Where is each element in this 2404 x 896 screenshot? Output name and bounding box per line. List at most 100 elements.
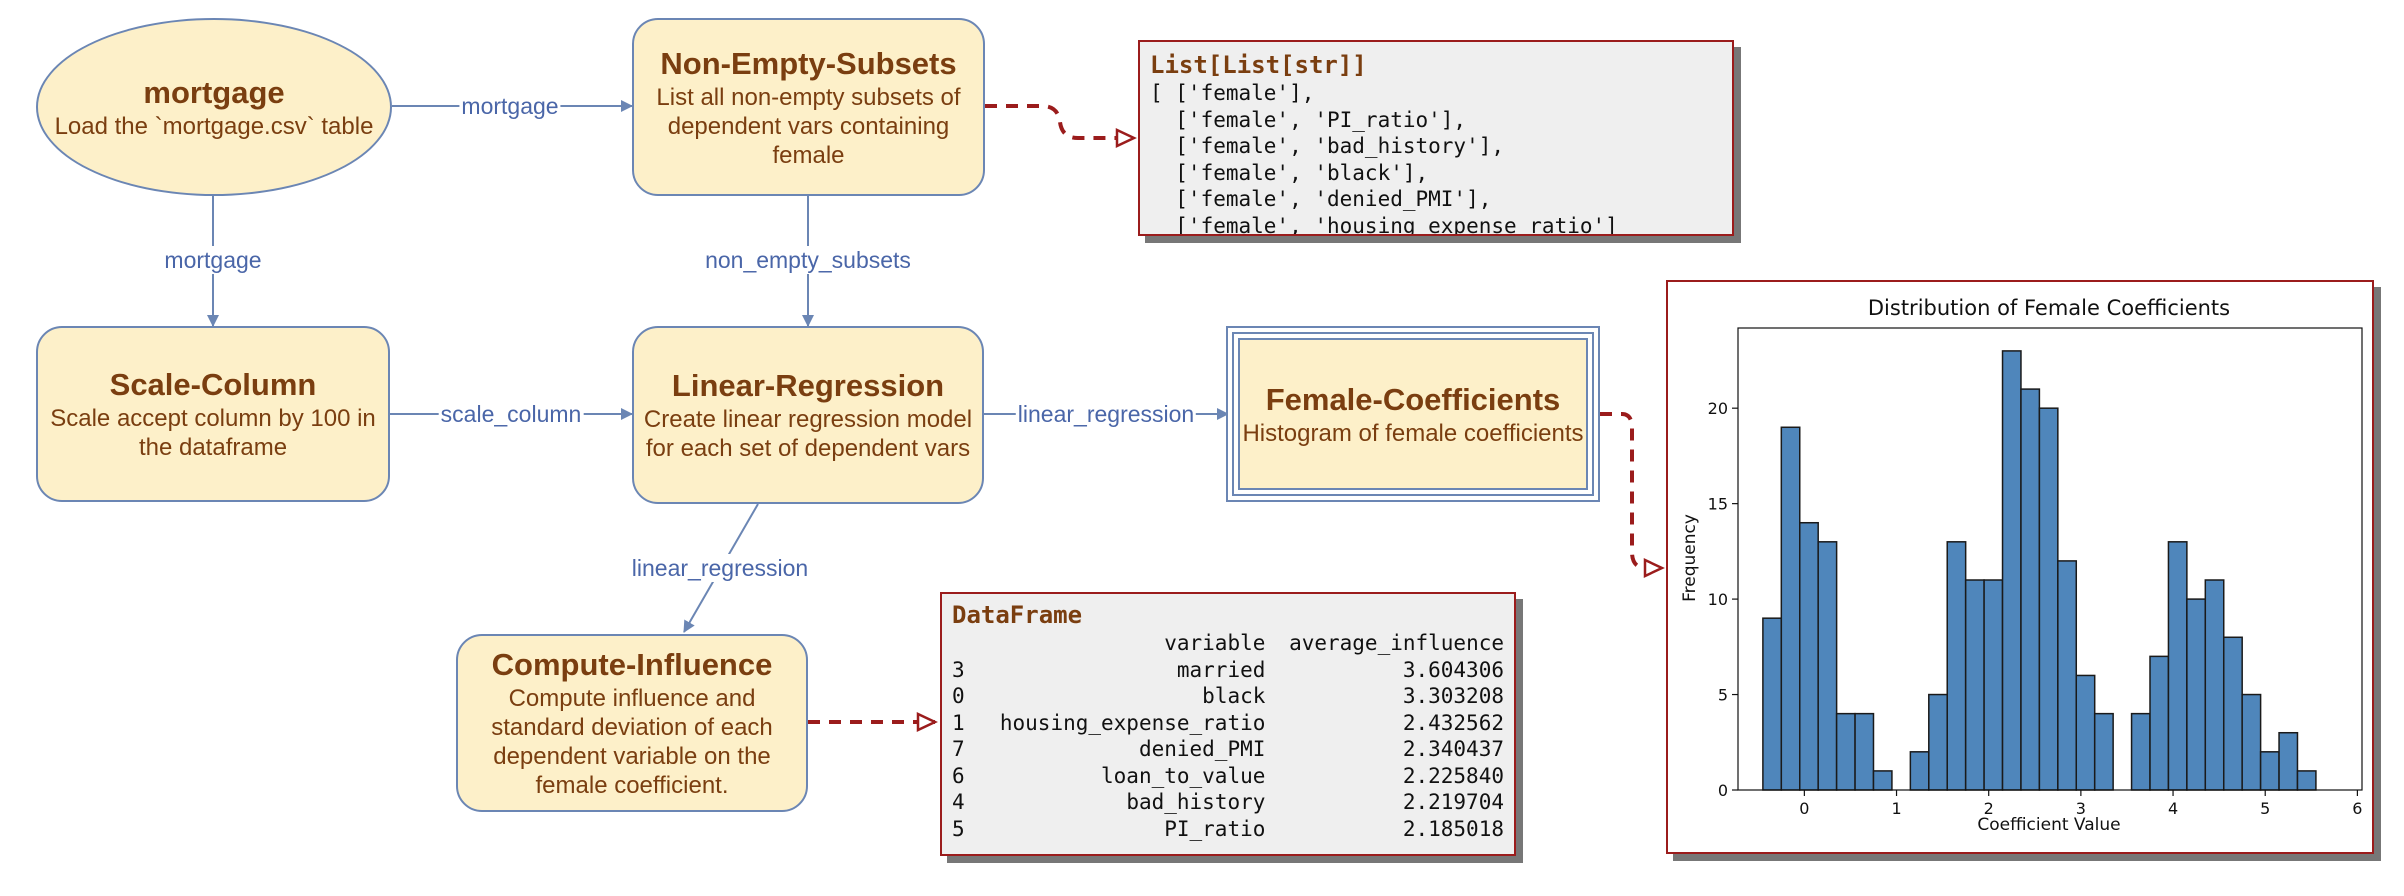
node-mortgage-desc: Load the `mortgage.csv` table <box>54 112 374 140</box>
table-row: 6 loan_to_value 2.225840 <box>952 763 1504 790</box>
y-tick-label: 0 <box>1718 781 1728 800</box>
histogram-bar <box>1964 579 1985 791</box>
node-scale-column-desc: Scale accept column by 100 in the datafr… <box>50 405 376 461</box>
table-row: 0 black 3.303208 <box>952 683 1504 710</box>
dataframe-index-cell: 1 <box>952 710 965 735</box>
dataframe-variable-cell: denied_PMI <box>1138 737 1266 761</box>
node-female-coefficients-desc: Histogram of female coefficients <box>1242 419 1584 447</box>
y-tick-label: 5 <box>1718 686 1728 705</box>
histogram-bar <box>1835 712 1856 791</box>
histogram-bar <box>1946 541 1967 791</box>
dataframe-index-cell: 6 <box>952 763 965 788</box>
dataframe-column-header: variable <box>1164 631 1266 655</box>
x-tick-label: 0 <box>1799 799 1809 818</box>
node-female-coefficients-body: Female-Coefficients Histogram of female … <box>1238 338 1588 490</box>
dashed-edge-subsets-to-list <box>985 104 1137 148</box>
dashed-edge-coefficients-to-chart <box>1600 412 1665 578</box>
histogram-chart: Distribution of Female Coefficients Freq… <box>1680 296 2363 835</box>
node-mortgage[interactable]: mortgage Load the `mortgage.csv` table <box>36 18 392 196</box>
node-compute-influence-desc: Compute influence and standard deviation… <box>491 685 773 799</box>
list-output-line: ['female', 'denied_PMI'], <box>1150 187 1492 211</box>
dataframe-output-panel: DataFrame variable average_influence 3 m… <box>940 592 1516 856</box>
list-output-line: ['female', 'PI_ratio'], <box>1150 107 1467 132</box>
list-output-line: ['female', 'housing_expense_ratio'] <box>1150 213 1618 236</box>
dataframe-value-cell: 3.303208 <box>1402 684 1504 708</box>
histogram-bar <box>2278 731 2299 791</box>
table-row: 1 housing_expense_ratio 2.432562 <box>952 710 1504 737</box>
y-tick-label: 20 <box>1708 399 1728 418</box>
x-axis-label: Coefficient Value <box>1977 815 2120 835</box>
list-output-line: [ ['female'], <box>1150 81 1315 105</box>
node-linear-regression-title: Linear-Regression <box>671 368 945 403</box>
node-female-coefficients-title: Female-Coefficients <box>1265 381 1561 417</box>
edge-label-scale-to-regression: scale_column <box>438 400 584 428</box>
node-compute-influence[interactable]: Compute-Influence Compute influence and … <box>456 634 808 812</box>
x-tick-label: 2 <box>1984 799 1994 818</box>
histogram-bar <box>2167 541 2188 791</box>
dataframe-variable-cell: married <box>1176 657 1266 682</box>
node-mortgage-title: mortgage <box>143 74 285 110</box>
y-tick-label: 10 <box>1708 590 1728 609</box>
edge-label-regression-to-coefficients: linear_regression <box>1015 400 1197 428</box>
histogram-bar <box>1983 579 2004 791</box>
x-tick-label: 5 <box>2260 799 2270 818</box>
dataframe-variable-cell: loan_to_value <box>1101 763 1266 788</box>
node-linear-regression[interactable]: Linear-Regression Create linear regressi… <box>632 326 984 504</box>
dataframe-index-header <box>952 630 986 657</box>
x-tick-label: 6 <box>2352 799 2362 818</box>
dataframe-variable-cell: housing_expense_ratio <box>999 710 1266 735</box>
histogram-bar <box>1780 426 1801 791</box>
histogram-bar <box>1854 712 1875 791</box>
list-output-title: List[List[str]] <box>1150 51 1367 79</box>
node-female-coefficients[interactable]: Female-Coefficients Histogram of female … <box>1226 326 1600 502</box>
list-output-panel: List[List[str]] [ ['female'], ['female',… <box>1138 40 1734 236</box>
dataframe-index-cell: 7 <box>952 737 965 761</box>
node-scale-column-title: Scale-Column <box>109 367 317 402</box>
dataframe-header-row: variable average_influence <box>952 630 1504 657</box>
histogram-bar <box>2130 712 2151 791</box>
histogram-bar <box>2259 751 2280 791</box>
edge-label-subsets-to-regression: non_empty_subsets <box>703 246 913 274</box>
histogram-bar <box>2186 598 2207 791</box>
dataframe-value-cell: 3.604306 <box>1402 657 1504 682</box>
y-tick-label: 15 <box>1708 495 1728 514</box>
histogram-bar <box>2001 350 2022 791</box>
histogram-panel: Distribution of Female Coefficients Freq… <box>1666 280 2374 854</box>
histogram-bar <box>1928 693 1948 791</box>
y-axis-label: Frequency <box>1680 514 1700 602</box>
table-row: 4 bad_history 2.219704 <box>952 789 1504 816</box>
histogram-bar <box>1909 751 1930 791</box>
histogram-bar <box>2093 712 2114 791</box>
dataframe-value-cell: 2.432562 <box>1402 710 1504 735</box>
list-output-line: ['female', 'bad_history'], <box>1150 134 1505 158</box>
node-female-coefficients-frame: Female-Coefficients Histogram of female … <box>1232 332 1594 496</box>
dataframe-value-cell: 2.225840 <box>1402 763 1504 788</box>
histogram-bar <box>2020 388 2041 791</box>
edge-label-mortgage-to-subsets: mortgage <box>459 92 561 120</box>
histogram-bar <box>2296 770 2317 791</box>
dataframe-value-cell: 2.219704 <box>1402 790 1504 814</box>
node-non-empty-subsets-desc: List all non-empty subsets of dependent … <box>656 83 961 169</box>
x-tick-label: 4 <box>2168 799 2178 818</box>
histogram-bar <box>2222 636 2243 791</box>
edge-label-regression-to-influence: linear_regression <box>629 554 811 582</box>
dataframe-value-cell: 2.185018 <box>1402 816 1504 841</box>
list-output-line: ['female', 'black'], <box>1150 160 1429 185</box>
table-row: 5 PI_ratio 2.185018 <box>952 816 1504 843</box>
node-linear-regression-desc: Create linear regression model for each … <box>643 406 973 462</box>
histogram-bar <box>2075 674 2096 791</box>
histogram-bar <box>1872 770 1893 791</box>
dataframe-table: variable average_influence 3 married 3.6… <box>952 630 1504 842</box>
node-non-empty-subsets[interactable]: Non-Empty-Subsets List all non-empty sub… <box>632 18 985 196</box>
dataframe-index-cell: 4 <box>952 790 965 814</box>
node-non-empty-subsets-title: Non-Empty-Subsets <box>660 45 957 81</box>
histogram-bar <box>1799 521 1819 791</box>
dataframe-index-cell: 5 <box>952 816 965 841</box>
histogram-bar <box>2149 655 2170 791</box>
dataframe-variable-cell: black <box>1202 684 1266 708</box>
histogram-bar <box>1762 617 1783 791</box>
edge-label-mortgage-to-scale: mortgage <box>162 246 264 274</box>
node-scale-column[interactable]: Scale-Column Scale accept column by 100 … <box>36 326 390 502</box>
